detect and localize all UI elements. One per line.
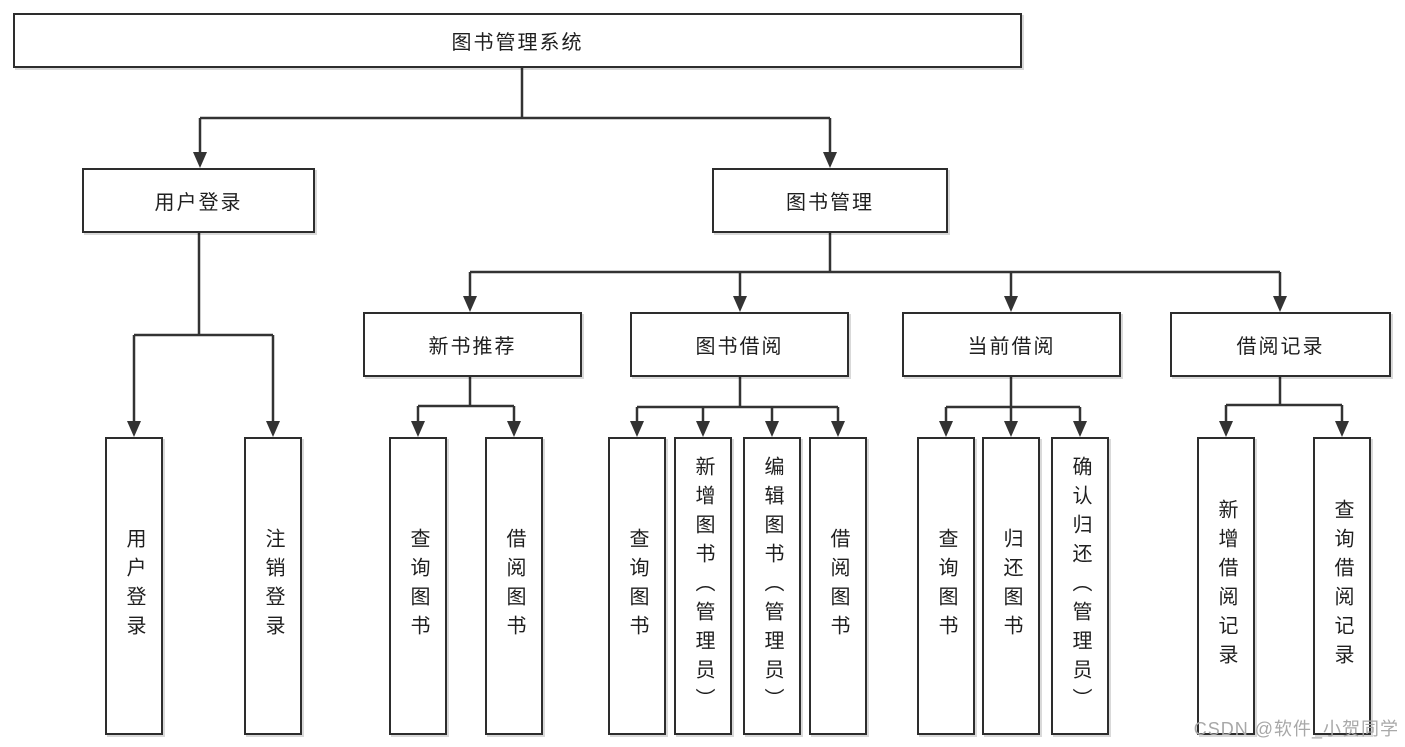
leaf-borrow-books-recommend: 借阅图书 (485, 437, 543, 735)
node-user-login-label: 用户登录 (154, 192, 243, 214)
leaf-add-book-admin: 新增图书（管理员） (674, 437, 732, 735)
node-book-borrowing: 图书借阅 (630, 312, 849, 377)
node-book-management-label: 图书管理 (786, 192, 874, 214)
node-current-borrowing: 当前借阅 (902, 312, 1121, 377)
node-book-borrowing-label: 图书借阅 (695, 336, 784, 358)
leaf-borrow-books-borrowing: 借阅图书 (809, 437, 867, 735)
leaf-confirm-return-admin: 确认归还（管理员） (1051, 437, 1109, 735)
watermark-text: CSDN @软件_小贺同学 (1193, 719, 1399, 739)
leaf-edit-book-admin: 编辑图书（管理员） (743, 437, 801, 735)
node-book-management: 图书管理 (712, 168, 948, 233)
node-borrowing-records-label: 借阅记录 (1236, 336, 1325, 358)
node-root-label: 图书管理系统 (451, 32, 584, 54)
leaf-return-books: 归还图书 (982, 437, 1040, 735)
node-current-borrowing-label: 当前借阅 (967, 336, 1056, 358)
node-new-book-recommend-label: 新书推荐 (428, 336, 517, 358)
node-user-login: 用户登录 (82, 168, 315, 233)
node-root: 图书管理系统 (13, 13, 1022, 68)
node-new-book-recommend: 新书推荐 (363, 312, 582, 377)
leaf-query-borrow-record: 查询借阅记录 (1313, 437, 1371, 735)
leaf-add-borrow-record: 新增借阅记录 (1197, 437, 1255, 735)
leaf-query-books-current: 查询图书 (917, 437, 975, 735)
leaf-user-login: 用户登录 (105, 437, 163, 735)
leaf-query-books-borrowing: 查询图书 (608, 437, 666, 735)
leaf-query-books-recommend: 查询图书 (389, 437, 447, 735)
leaf-logout: 注销登录 (244, 437, 302, 735)
node-borrowing-records: 借阅记录 (1170, 312, 1391, 377)
